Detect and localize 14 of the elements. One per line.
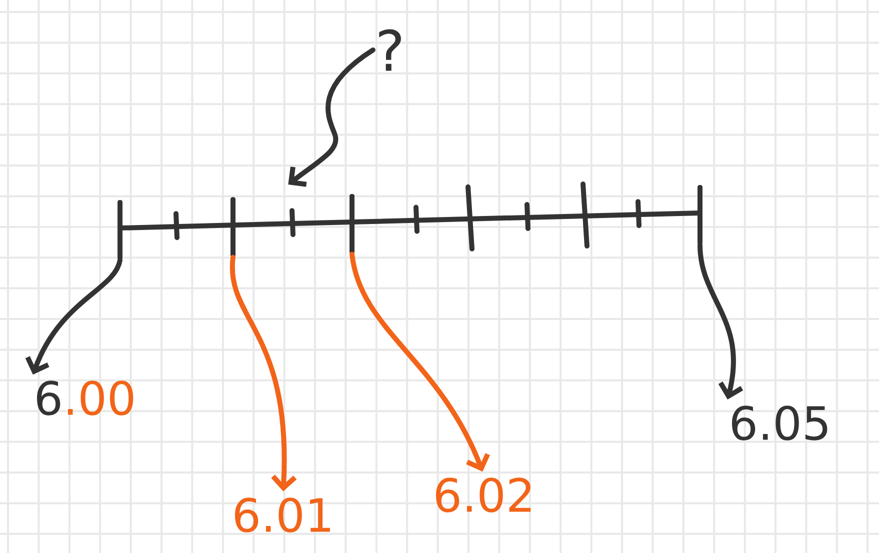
- arrow: [698, 242, 744, 400]
- arrow: [350, 252, 490, 472]
- number-label: 6.02: [436, 478, 531, 512]
- arrow: [230, 254, 297, 492]
- number-label: 6 .00: [37, 380, 134, 416]
- question-mark: ?: [379, 29, 401, 71]
- arrow: [25, 258, 122, 375]
- number-label: 6.05: [732, 406, 828, 440]
- tick-mark: [118, 200, 122, 260]
- arrow: [288, 48, 376, 187]
- tick-mark: [230, 197, 236, 258]
- tick-mark: [350, 194, 354, 254]
- tick-mark: [698, 185, 702, 245]
- number-label: 6.01: [235, 498, 330, 532]
